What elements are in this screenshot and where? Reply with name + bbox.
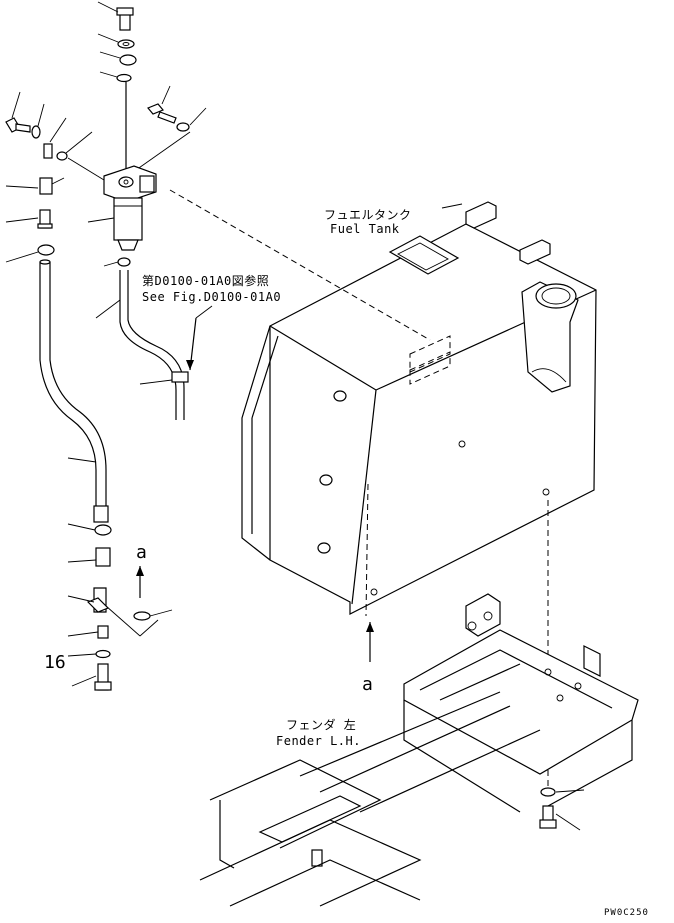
fuel-tank-label-jp: フュエルタンク [324, 208, 412, 222]
filter-to-tank-line [169, 189, 431, 341]
tank-center-line [365, 483, 369, 617]
mount-bolt-left [5, 91, 105, 181]
top-gasket [99, 71, 132, 83]
part-number-label: 16 [44, 652, 66, 673]
fender-frame [403, 593, 639, 813]
fuel-tank [241, 201, 597, 615]
lower-chassis [199, 691, 541, 907]
left-hose [39, 259, 109, 523]
fender-label-jp: フェンダ 左 [286, 718, 357, 732]
left-fitting-2 [5, 209, 53, 229]
lower-fittings [67, 523, 141, 691]
top-washer [97, 33, 135, 49]
left-fitting-1 [5, 177, 65, 195]
drawing-code: PW0C250 [604, 908, 649, 918]
filter-head [103, 165, 157, 203]
view-mark-a-top: a [136, 542, 147, 563]
left-fitting-3 [5, 244, 55, 263]
tank-side-bracket [409, 335, 451, 385]
fuel-tank-label-en: Fuel Tank [330, 222, 400, 236]
see-fig-label-jp: 第D0100-01A0図参照 [142, 274, 270, 288]
center-hose [95, 257, 213, 420]
view-mark-a-bottom: a [362, 674, 373, 695]
tank-bosses [317, 390, 550, 596]
view-arrow-a-right [366, 622, 374, 662]
mount-bolt-right [135, 85, 207, 171]
top-eye-joint [99, 51, 137, 66]
see-fig-label-en: See Fig.D0100-01A0 [142, 290, 282, 304]
view-arrow-a-left [136, 566, 144, 598]
top-bolt [97, 1, 134, 31]
clamp-washer [133, 609, 173, 637]
bottom-bolt-assembly [539, 787, 585, 831]
filler-neck [521, 281, 579, 393]
fender-label-en: Fender L.H. [276, 734, 361, 748]
filter-element [87, 197, 143, 251]
